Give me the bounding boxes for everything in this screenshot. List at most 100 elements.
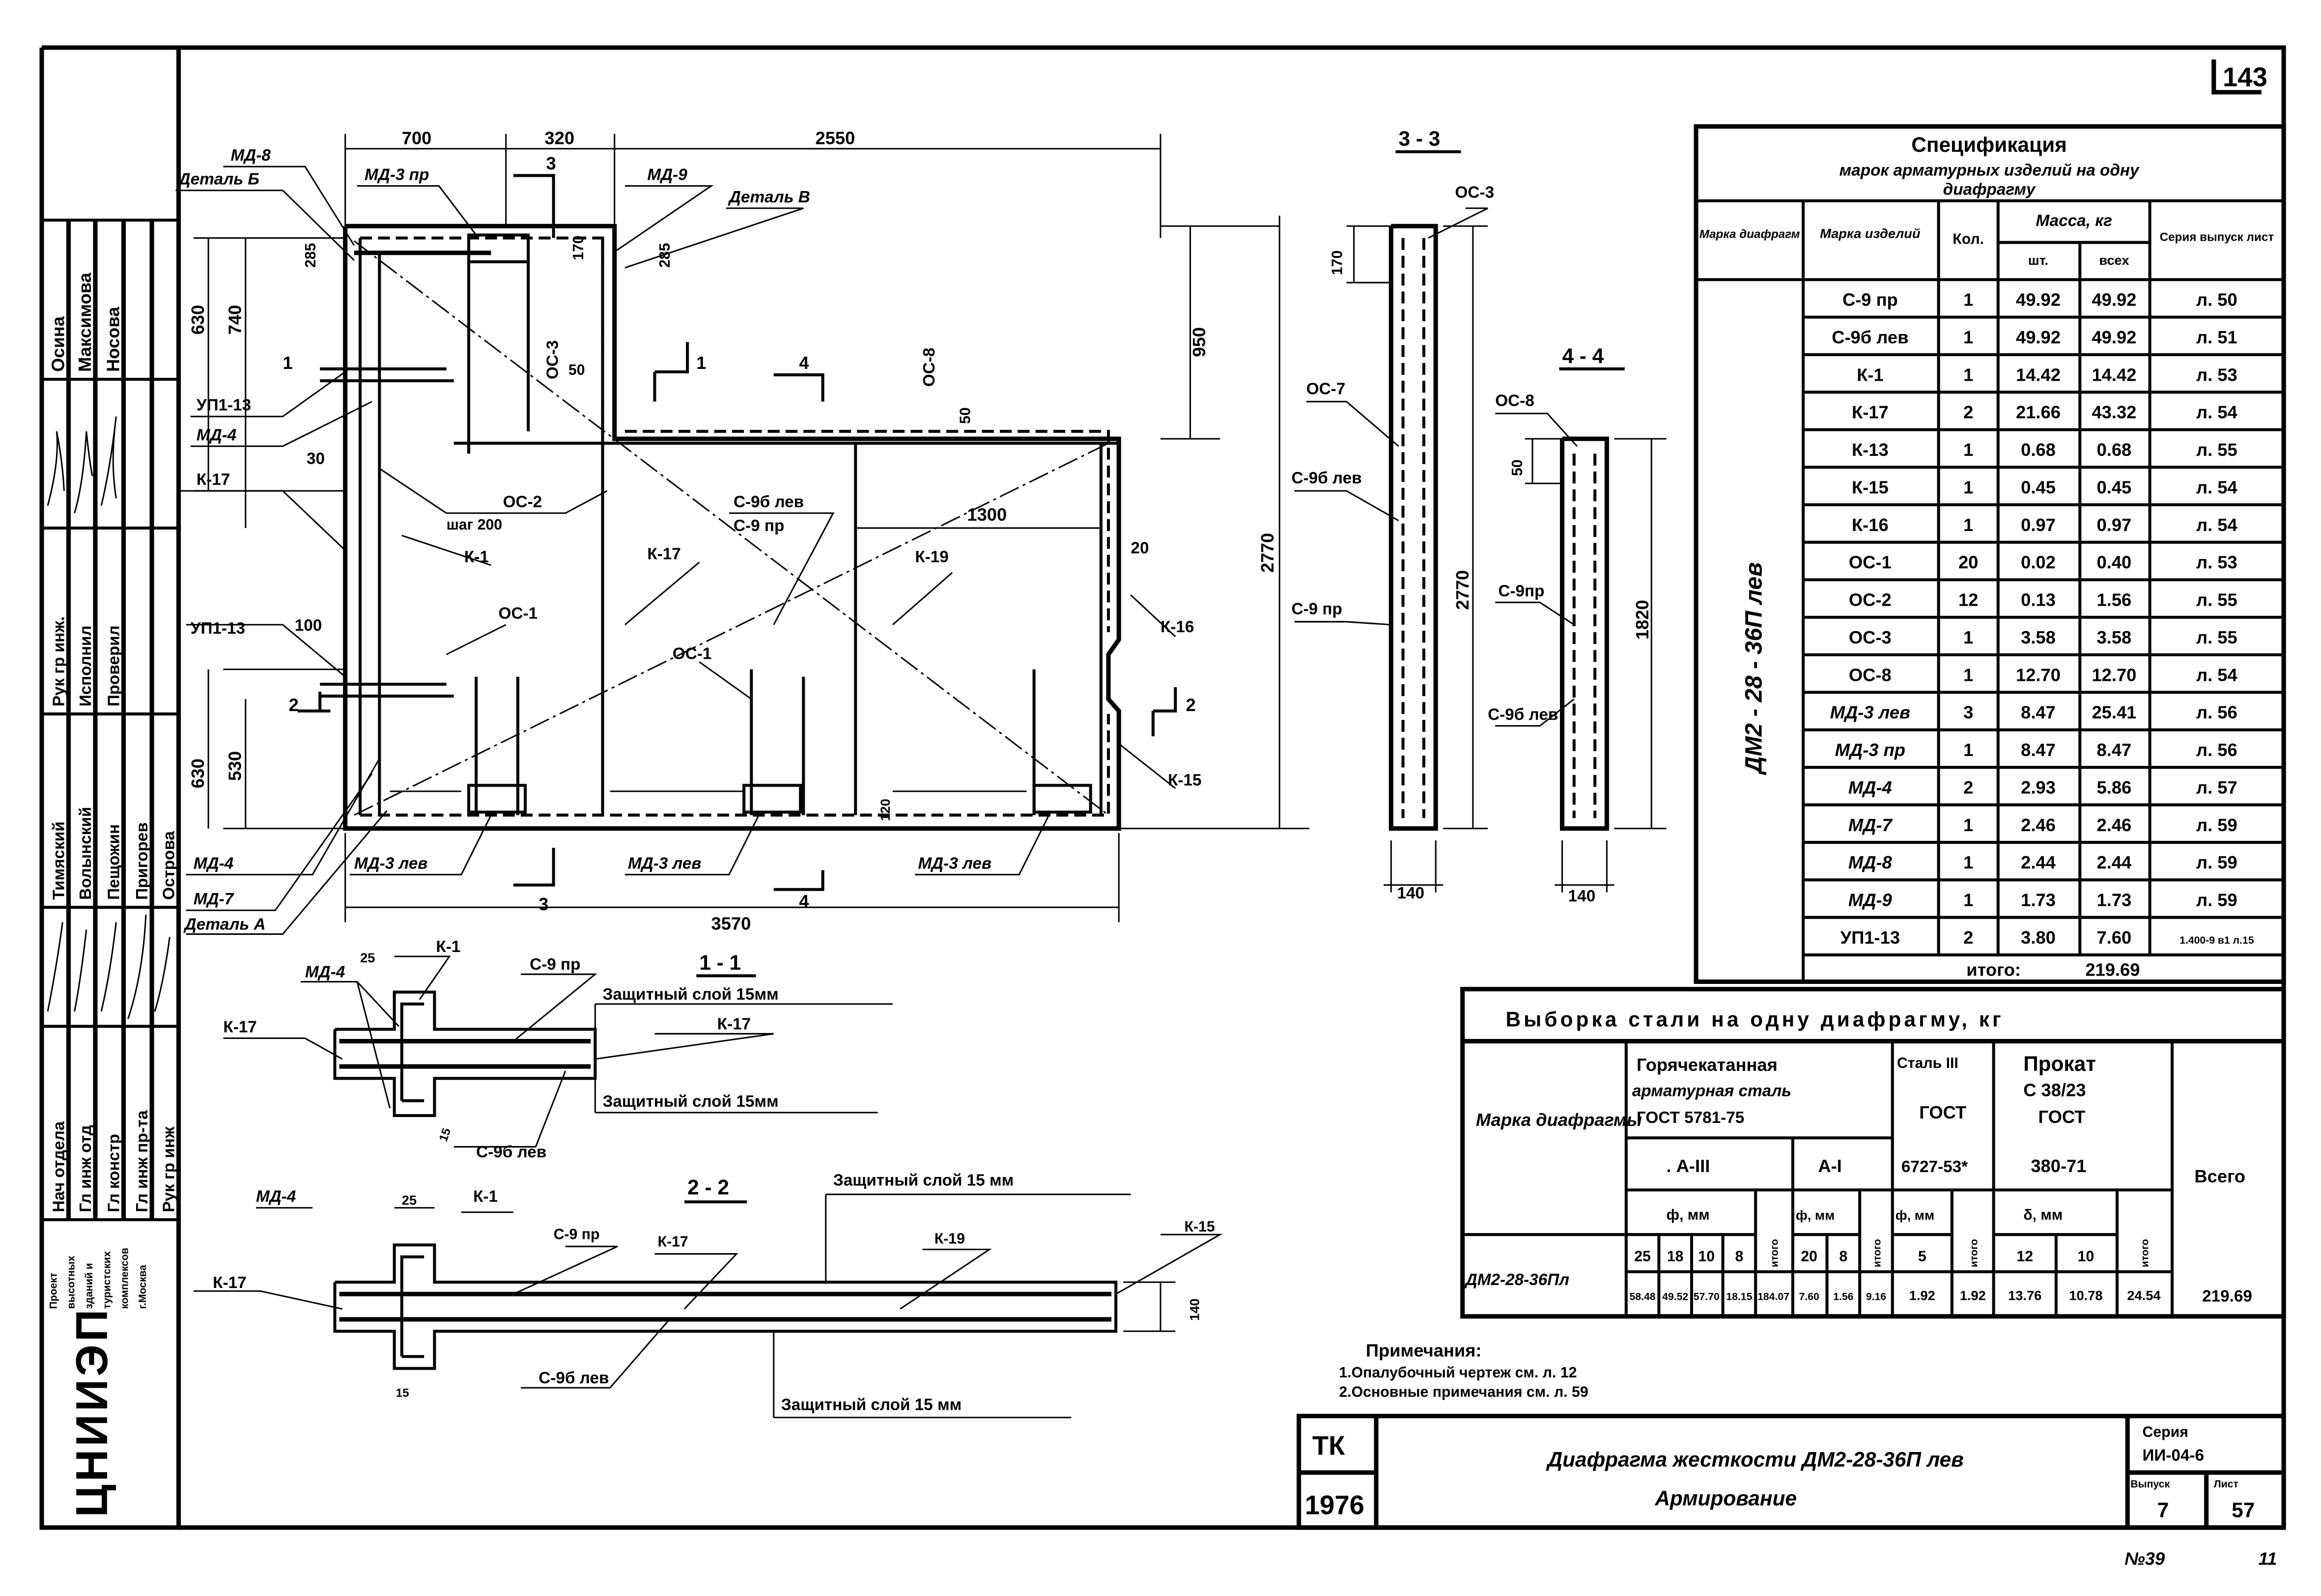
spec-cell-series-sheet: л. 54 [2196,402,2237,422]
callout: МД-3 пр [365,166,429,184]
hot-rolled-line: Горячекатанная [1637,1055,1778,1075]
spec-title: Спецификация [1911,133,2067,156]
value-a1: 1.56 [1833,1291,1853,1302]
spec-cell-mass-per-unit: 2.44 [2021,852,2056,872]
diameter-a3: 18 [1667,1249,1684,1265]
dim-label: 630 [188,305,208,335]
grand-total: 219.69 [2202,1287,2252,1305]
callout: МД-9 [647,166,687,184]
spec-cell-series-sheet: л. 53 [2196,552,2237,572]
section-mark: 1 [283,353,293,373]
spec-cell-series-sheet: л. 55 [2196,590,2237,610]
value-a3: 57.70 [1694,1291,1720,1302]
callout: К-1 [464,548,489,566]
value-rolled: 24.54 [2127,1288,2161,1303]
spec-cell-quantity: 1 [1963,515,1973,535]
callout: ОС-1 [499,605,538,623]
dim-label: 15 [396,1386,409,1400]
class-a1: А-I [1818,1156,1841,1176]
callout: С-9б лев [734,493,804,511]
section-title: 2 - 2 [687,1176,729,1199]
dim-label: 320 [544,128,574,148]
dim-label: 2770 [1257,533,1277,573]
rolled-line: 380-71 [2031,1156,2086,1176]
diameter-a3: 10 [1698,1249,1715,1265]
stamp-role: Гл инж отд [77,1125,95,1212]
dim-label: 50 [1509,459,1526,476]
steel3-line: Сталь III [1897,1055,1958,1071]
spec-cell-mass-per-unit: 1.73 [2021,890,2056,910]
dim-label: 25 [402,1193,417,1208]
rolled-line: Прокат [2023,1052,2096,1075]
callout: К-17 [647,545,680,563]
series-value: ИИ-04-6 [2142,1446,2204,1464]
mark-header: Марка диафрагмы [1476,1110,1642,1130]
spec-cell-quantity: 2 [1963,777,1973,797]
mark-header-text: Марка диафрагмы [1476,1110,1642,1130]
value-a3: 184.07 [1757,1291,1789,1302]
spec-cell-quantity: 1 [1963,477,1973,497]
spec-cell-item-mark: УП1-13 [1840,927,1900,948]
stamp-name: Тимяский [50,821,68,900]
callout: Деталь А [183,915,266,933]
hot-rolled-line: ГОСТ 5781-75 [1637,1109,1744,1127]
spec-cell-quantity: 1 [1963,740,1973,760]
spec-cell-mass-per-unit: 3.58 [2021,627,2056,647]
spec-cell-series-sheet: л. 55 [2196,440,2237,460]
callout: Деталь Б [177,170,259,188]
dim-label: 100 [295,616,322,635]
spec-cell-mass-total: 8.47 [2097,740,2132,760]
spec-cell-quantity: 1 [1963,327,1973,347]
callout: С-9б лев [476,1143,546,1161]
rolled-line: ГОСТ [2038,1107,2085,1127]
value-a1: 7.60 [1799,1291,1819,1302]
spec-cell-series-sheet: 1.400-9 в1 л.15 [2179,935,2254,946]
spec-cell-item-mark: ОС-3 [1849,627,1892,647]
sheet-number-top: 143 [2223,62,2267,92]
callout: УП1-13 [191,619,245,638]
spec-cell-item-mark: МД-8 [1848,852,1893,872]
diameter-a3: 8 [1735,1249,1743,1265]
dim-label: 700 [402,128,432,148]
title-block: ТК 1976 Диафрагма жесткости ДМ2-28-36П л… [1297,1414,2286,1530]
sheet-value: 57 [2232,1499,2255,1522]
callout: Защитный слой 15мм [603,1092,779,1111]
drawing-title: Диафрагма жесткости ДМ2-28-36П лев [1546,1448,1964,1471]
section-mark: 2 [289,695,299,715]
diameter-a1: 20 [1801,1249,1817,1265]
dim-label: 50 [957,407,973,424]
stamp-strip [41,219,179,1221]
spec-cell-mass-total: 1.56 [2097,590,2132,610]
spec-cell-item-mark: МД-3 лев [1830,702,1910,723]
steel3-line: ГОСТ [1919,1102,1966,1122]
callout: К-19 [915,548,948,566]
spec-cell-mass-total: 5.86 [2097,777,2132,797]
callout: С-9 пр [1291,600,1342,618]
header-mass: Масса, кг [2036,212,2112,230]
section-1-1: 1 - 1 МД-4 25 К-1 С-9 пр Защитный слой 1… [223,938,893,1161]
phi-header: ф, мм [1796,1207,1835,1223]
spec-cell-mass-per-unit: 3.80 [2021,927,2056,948]
dim-label: 530 [225,751,245,781]
header-per-unit: шт. [2028,252,2048,268]
header-qty: Кол. [1953,231,1984,248]
callout: К-15 [1184,1219,1215,1235]
dim-label: 170 [1329,251,1345,276]
header-total: всех [2099,252,2129,268]
spec-cell-item-mark: К-13 [1852,440,1889,460]
callout: МД-4 [305,963,345,981]
section-4-4: 4 - 4 ОС-8 50 С-9пр 1820 С-9б лев 140 [1488,344,1667,905]
total-header: Всего [2194,1166,2245,1186]
section-mark: 3 [546,153,556,173]
value-a3: 58.48 [1630,1291,1656,1302]
spec-cell-mass-per-unit: 0.97 [2021,515,2056,535]
spec-cell-item-mark: К-1 [1857,364,1883,385]
callout: УП1-13 [197,396,251,415]
dim-label: 120 [877,799,893,821]
callout: ОС-8 [1495,392,1534,410]
embedded-plate [1032,784,1092,814]
callout: К-17 [223,1018,256,1036]
stamp-name: Носова [103,307,123,372]
